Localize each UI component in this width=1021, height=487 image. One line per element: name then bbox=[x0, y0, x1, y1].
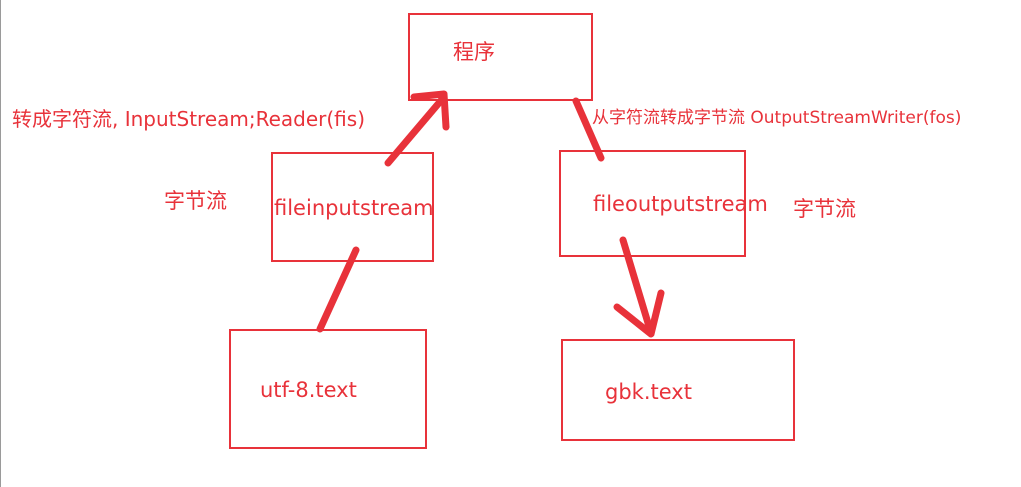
file-output-stream-label: fileoutputstream bbox=[593, 192, 768, 216]
utf8-file-label: utf-8.text bbox=[260, 378, 357, 402]
file-output-stream-box bbox=[559, 150, 746, 257]
gbk-file-box bbox=[561, 339, 795, 441]
gbk-file-label: gbk.text bbox=[605, 380, 692, 404]
program-box bbox=[408, 13, 593, 101]
output-stream-to-gbk-arrow bbox=[619, 236, 655, 337]
canvas-left-border bbox=[0, 0, 1, 487]
program-label: 程序 bbox=[453, 40, 495, 64]
program-to-output-stream-line bbox=[572, 97, 605, 162]
input-stream-to-program-arrow bbox=[384, 93, 448, 167]
byte-stream-label-right: 字节流 bbox=[793, 197, 856, 221]
byte-stream-label-left: 字节流 bbox=[164, 189, 227, 213]
file-input-stream-label: fileinputstream bbox=[274, 196, 434, 220]
input-arrowhead bbox=[410, 90, 450, 131]
utf8-file-box bbox=[229, 329, 427, 449]
output-arrowhead bbox=[613, 289, 665, 338]
output-conversion-label: 从字符流转成字节流 OutputStreamWriter(fos) bbox=[592, 108, 962, 128]
input-conversion-label: 转成字符流, InputStream;Reader(fis) bbox=[12, 107, 366, 131]
utf8-to-input-stream-line bbox=[316, 246, 360, 333]
